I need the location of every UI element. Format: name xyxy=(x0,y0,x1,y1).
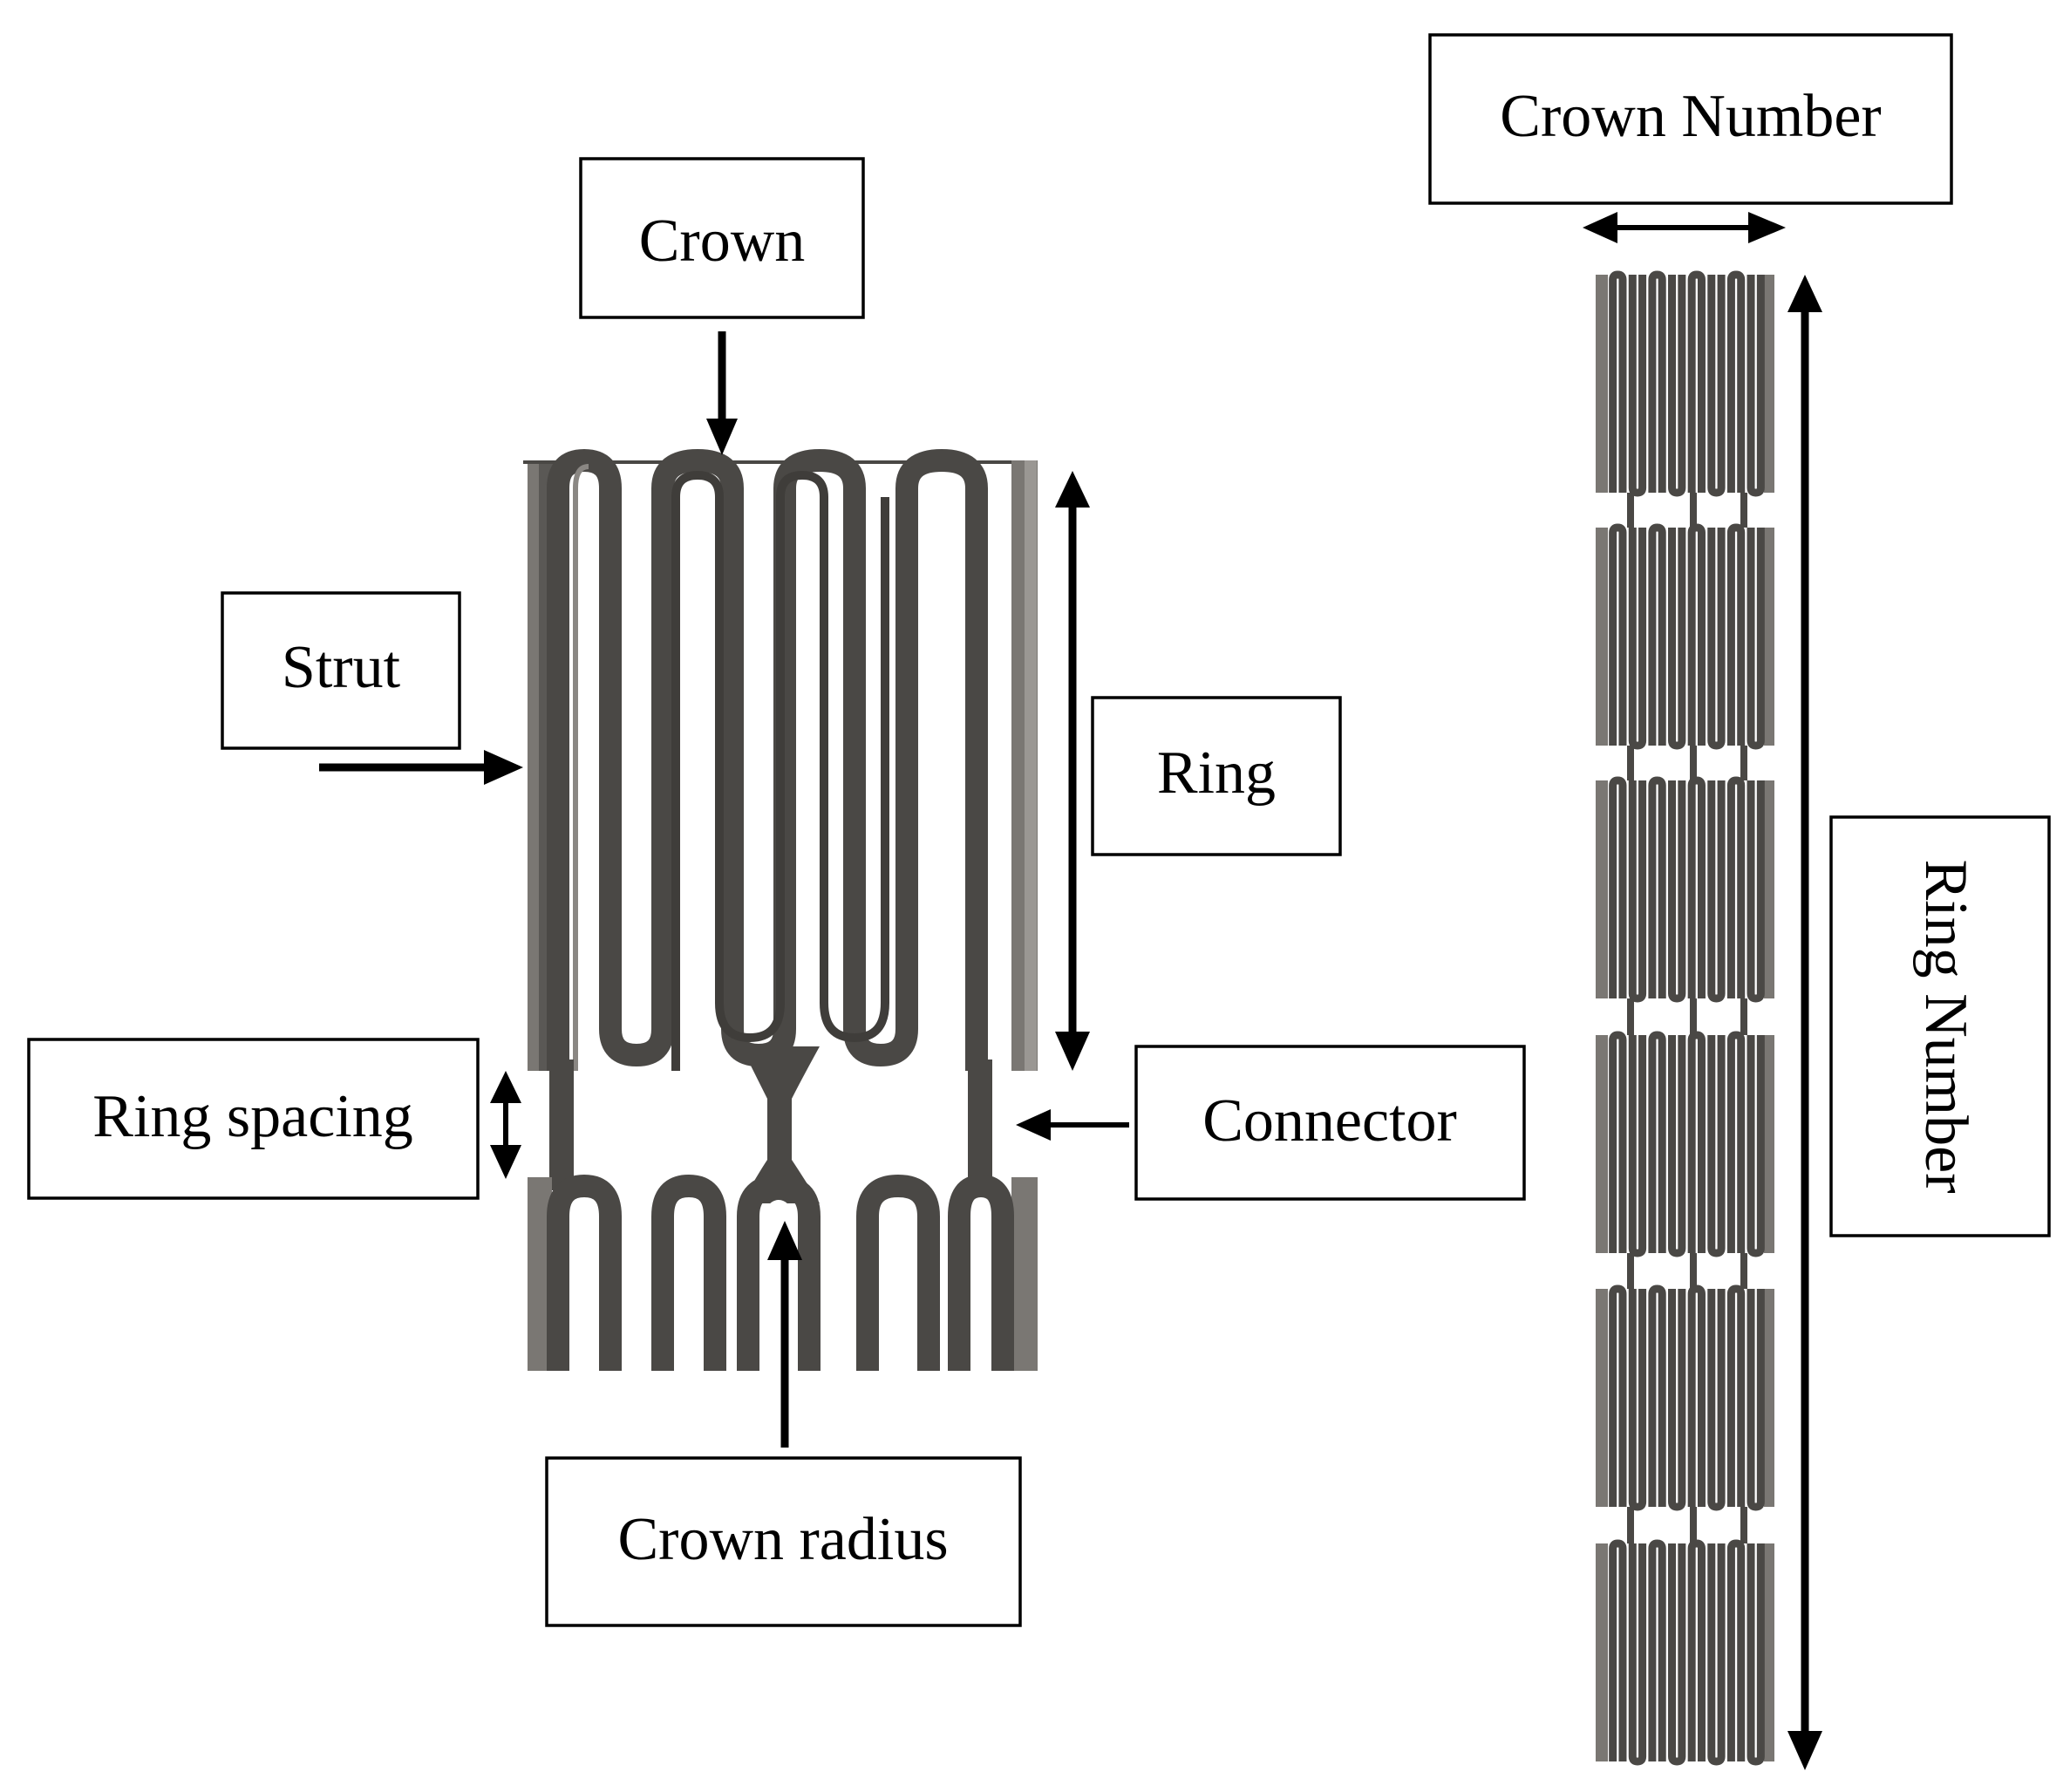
label-connector-box: Connector xyxy=(1134,1045,1526,1201)
full-stent-ring xyxy=(1609,270,1765,497)
ring-arrow xyxy=(1055,471,1090,1071)
label-ring-spacing: Ring spacing xyxy=(92,1083,412,1150)
full-stent-connector xyxy=(1690,493,1697,528)
label-crown-radius: Crown radius xyxy=(617,1506,948,1573)
full-stent-ring-edge xyxy=(1596,1543,1608,1761)
stent-top-serpentine xyxy=(547,449,988,1071)
label-ring: Ring xyxy=(1157,739,1276,807)
label-ring-box: Ring xyxy=(1091,696,1342,856)
stent-top-inner-loops xyxy=(671,470,889,1071)
full-stent-connector xyxy=(1627,1507,1634,1543)
full-stent-ring xyxy=(1609,1539,1765,1766)
connector-arrow xyxy=(1016,1109,1129,1141)
full-stent-ring-edge xyxy=(1764,1289,1774,1507)
label-crown-number-box: Crown Number xyxy=(1428,33,1953,205)
stent-full xyxy=(1596,270,1774,1766)
full-stent-ring-edge xyxy=(1596,528,1608,746)
full-stent-ring-edge xyxy=(1596,275,1608,493)
full-stent-connector xyxy=(1690,1253,1697,1289)
full-stent-ring-edge xyxy=(1764,1543,1774,1761)
label-ring-spacing-box: Ring spacing xyxy=(27,1038,480,1200)
full-stent-connector xyxy=(1627,1253,1634,1289)
full-stent-ring-edge xyxy=(1764,780,1774,998)
full-stent-ring-edge xyxy=(1764,1035,1774,1253)
full-stent-ring-edge xyxy=(1596,1289,1608,1507)
full-stent-connector xyxy=(1690,1507,1697,1543)
crown-number-arrow xyxy=(1583,212,1786,243)
full-stent-connector xyxy=(1690,998,1697,1035)
full-stent-connector xyxy=(1627,746,1634,780)
stent-detail xyxy=(523,449,1038,1371)
full-stent-ring xyxy=(1609,1031,1765,1257)
full-stent-ring xyxy=(1609,1284,1765,1511)
full-stent-ring-edge xyxy=(1764,275,1774,493)
label-ring-number-box: Ring Number xyxy=(1829,815,2051,1237)
full-stent-connector xyxy=(1690,746,1697,780)
label-crown: Crown xyxy=(639,208,806,275)
full-stent-connector xyxy=(1627,493,1634,528)
full-stent-connector xyxy=(1740,998,1747,1035)
full-stent-connector xyxy=(1740,746,1747,780)
label-strut-box: Strut xyxy=(221,591,461,750)
full-stent-connector xyxy=(1740,1253,1747,1289)
stent-ring-bottom xyxy=(528,1174,1038,1371)
stent-bottom-serpentine xyxy=(547,1174,1014,1371)
strut-arrow xyxy=(319,750,523,785)
label-ring-number: Ring Number xyxy=(1912,859,1979,1193)
connector-left xyxy=(549,1060,574,1190)
full-stent-ring-edge xyxy=(1764,528,1774,746)
full-stent-ring xyxy=(1609,523,1765,750)
full-stent-ring-edge xyxy=(1596,780,1608,998)
label-crown-radius-box: Crown radius xyxy=(545,1456,1022,1627)
crown-arrow xyxy=(706,331,738,455)
label-crown-number: Crown Number xyxy=(1500,83,1881,150)
label-connector: Connector xyxy=(1202,1087,1457,1155)
full-stent-connector xyxy=(1740,493,1747,528)
full-stent-ring xyxy=(1609,776,1765,1003)
connector-right xyxy=(968,1060,992,1190)
arrows xyxy=(319,212,1822,1770)
crown-radius-arrow xyxy=(767,1221,802,1448)
full-stent-ring-edge xyxy=(1596,1035,1608,1253)
ring-spacing-arrow xyxy=(490,1071,521,1179)
label-crown-box: Crown xyxy=(579,157,865,319)
label-strut: Strut xyxy=(282,634,401,701)
full-stent-connector xyxy=(1627,998,1634,1035)
stent-ring-top xyxy=(523,449,1038,1071)
ring-number-arrow xyxy=(1787,275,1822,1770)
crown-radius-loop xyxy=(766,1200,791,1224)
full-stent-connector xyxy=(1740,1507,1747,1543)
